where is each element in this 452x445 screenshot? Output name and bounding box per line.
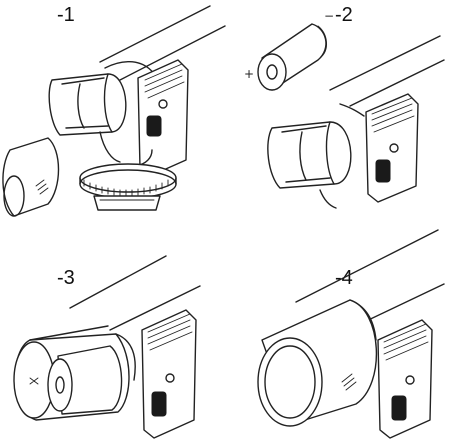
switch-icon-3 [151, 391, 167, 417]
switch-icon-2 [375, 159, 391, 183]
step-1-label: -1 [57, 4, 75, 26]
step-3-label: -3 [57, 267, 75, 289]
open-battery-compartment-2 [267, 103, 365, 189]
step-1-panel: -1 [2, 4, 226, 217]
step-3-panel: -3 [13, 255, 201, 439]
compartment-with-battery [13, 325, 136, 421]
battery: + − [244, 9, 334, 91]
open-battery-compartment [48, 73, 127, 136]
step-4-panel: -4 [257, 229, 445, 439]
hot-shoe-ring [79, 163, 177, 211]
removed-battery-cover [2, 137, 60, 217]
closed-battery-cover [257, 299, 377, 427]
step-2-panel: -2 + − [244, 4, 445, 209]
switch-icon-4 [391, 395, 407, 421]
battery-plus-sign: + [244, 67, 254, 81]
battery-minus-sign: − [324, 9, 334, 23]
step-2-label: -2 [335, 4, 353, 26]
mount-clip-2 [365, 93, 419, 203]
mount-clip [137, 59, 189, 177]
mount-clip-4 [377, 319, 433, 439]
switch-icon [146, 115, 162, 137]
mount-clip-3 [141, 309, 197, 439]
